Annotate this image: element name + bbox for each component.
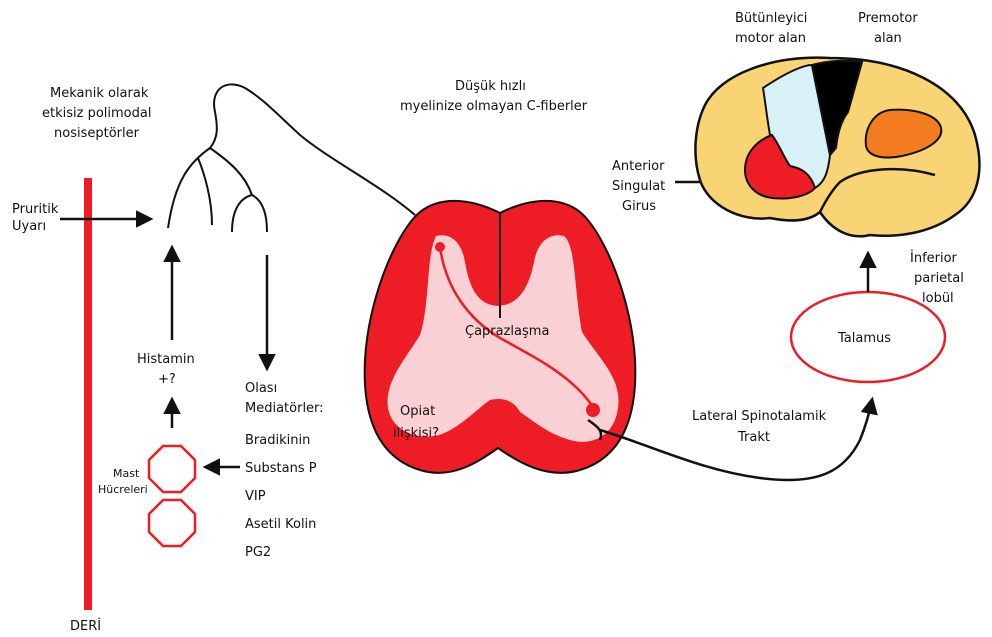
histamine-label-line1: Histamin [137,352,195,367]
c-fibers-label-line2: myelinize olmayan C-fiberler [400,99,588,114]
inferior-parietal-label-line2: parietal [914,271,964,286]
skin-line [84,178,92,610]
anterior-cingulate-label-line2: Singulat [612,179,665,194]
integrative-motor-label-line1: Bütünleyici [735,11,807,26]
integrative-motor-label-line2: motor alan [735,31,806,46]
synapse-dot-right [586,403,600,417]
opiate-label-line1: Opiat [400,404,435,419]
pruritic-label-line1: Pruritik [12,202,59,217]
nociceptor-endings [168,84,415,232]
synapse-dot-left [435,242,445,252]
decussation-label: Çaprazlaşma [465,324,549,339]
spinothalamic-label-line1: Lateral Spinotalamik [692,409,827,424]
mediators-title-line2: Mediatörler: [245,401,324,416]
nociceptor-label-line1: Mekanik olarak [50,86,149,101]
mediator-item: Substans P [245,461,317,476]
mediator-item: VIP [245,489,266,504]
mast-cell-octagon [149,446,195,492]
histamine-label-line2: +? [158,372,176,387]
mast-cells-label-line2: Hücreleri [98,483,148,496]
mast-cell-octagon [149,500,195,546]
inferior-parietal-label-line1: İnferior [910,250,958,266]
premotor-label-line1: Premotor [858,11,918,26]
mediator-item: PG2 [245,545,271,560]
mediator-item: Asetil Kolin [245,517,316,532]
c-fibers-label-line1: Düşük hızlı [455,79,526,94]
anterior-cingulate-label-line3: Girus [622,199,656,214]
inferior-parietal-label-line3: lobül [922,291,954,306]
nociceptor-label-line2: etkisiz polimodal [42,106,151,121]
mediator-item: Bradikinin [245,433,310,448]
thalamus-label: Talamus [837,331,891,346]
nociceptor-label-line3: nosiseptörler [54,126,140,141]
opiate-label-line2: ilişkisi? [393,426,439,441]
anterior-cingulate-label-line1: Anterior [612,159,665,174]
pruritic-label-line2: Uyarı [12,219,46,234]
mediators-title-line1: Olası [245,381,277,396]
spinothalamic-label-line2: Trakt [737,430,770,445]
mast-cells-label-line1: Mast [113,467,140,480]
premotor-label-line2: alan [874,31,902,46]
skin-label: DERİ [70,618,101,634]
